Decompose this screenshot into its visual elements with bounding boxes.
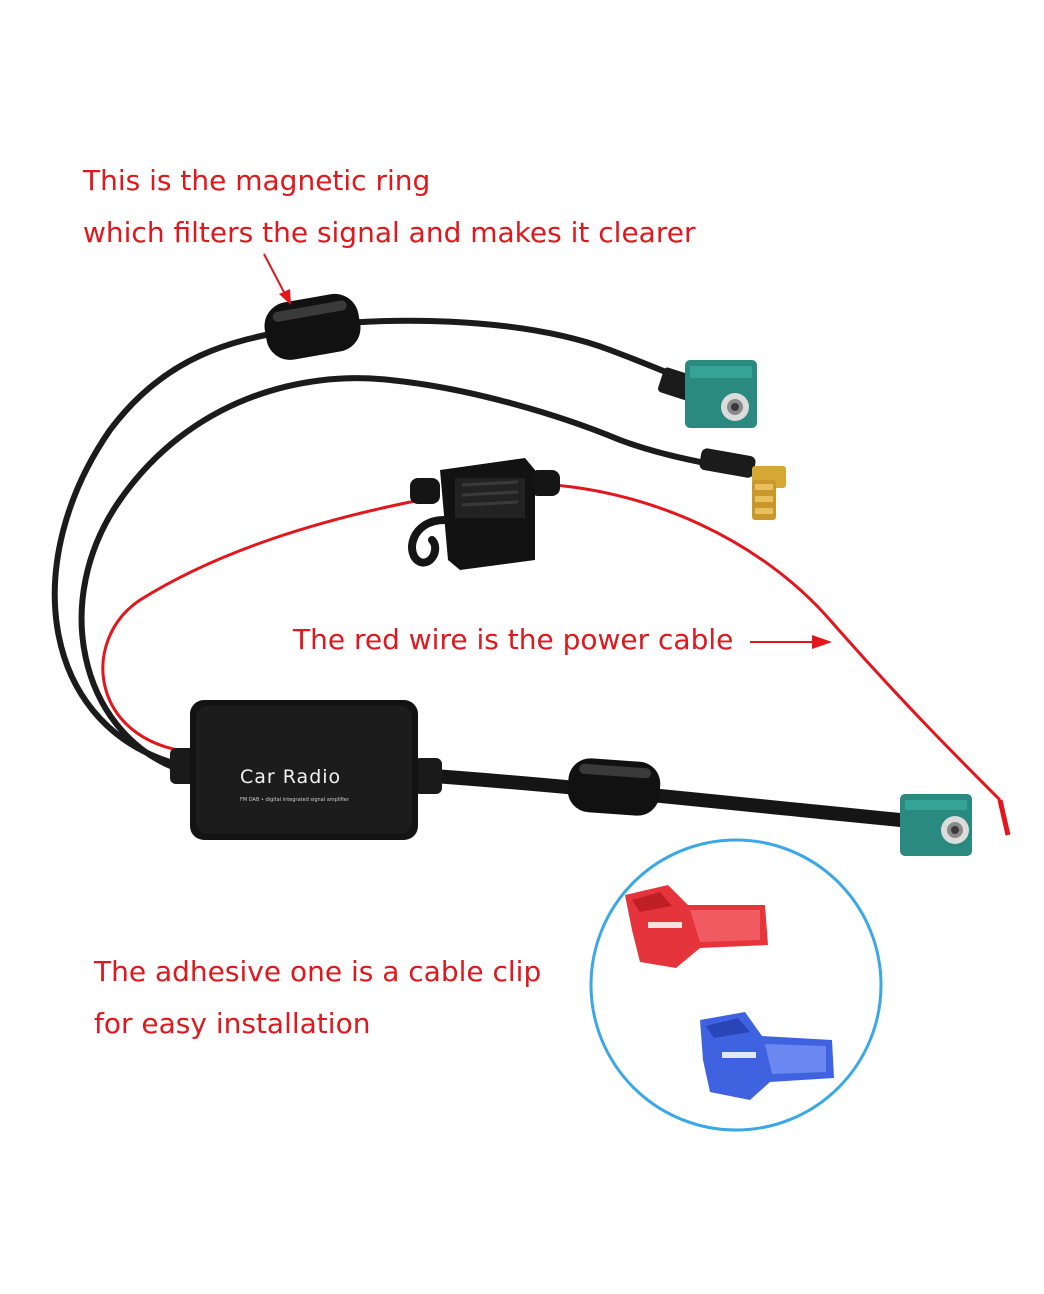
stripped-wire-end xyxy=(997,799,1011,836)
power-wire-main xyxy=(539,482,1002,802)
amplifier-subtitle: FM DAB • digital integrated signal ampli… xyxy=(240,797,350,803)
power-cable-caption: The red wire is the power cable xyxy=(293,623,734,656)
blue-cable-clip xyxy=(700,1012,834,1100)
cable-clip-caption-line2: for easy installation xyxy=(94,1007,371,1040)
fakra-connector-top xyxy=(658,360,757,428)
amplifier-box: Car Radio FM DAB • digital integrated si… xyxy=(190,700,418,840)
output-cable xyxy=(413,768,927,829)
amplifier-title: Car Radio xyxy=(240,766,341,788)
power-wire-to-fuse xyxy=(101,498,421,754)
magnetic-ring-caption-line2: which filters the signal and makes it cl… xyxy=(83,216,696,249)
cable-clip-caption-line1: The adhesive one is a cable clip xyxy=(94,955,542,988)
lower-antenna-cable xyxy=(78,375,743,771)
magnetic-ring-top xyxy=(264,293,361,360)
upper-antenna-cable xyxy=(51,317,703,765)
fakra-connector-bottom xyxy=(900,794,972,856)
magnetic-ring-bottom xyxy=(567,758,661,816)
smb-connector xyxy=(699,448,786,520)
cable-clip-inset xyxy=(589,838,883,1132)
magnetic-ring-caption-line1: This is the magnetic ring xyxy=(83,164,431,197)
ring-arrow xyxy=(263,253,291,305)
power-arrow xyxy=(750,635,832,649)
red-cable-clip xyxy=(625,885,768,968)
fuse-holder xyxy=(408,458,560,570)
